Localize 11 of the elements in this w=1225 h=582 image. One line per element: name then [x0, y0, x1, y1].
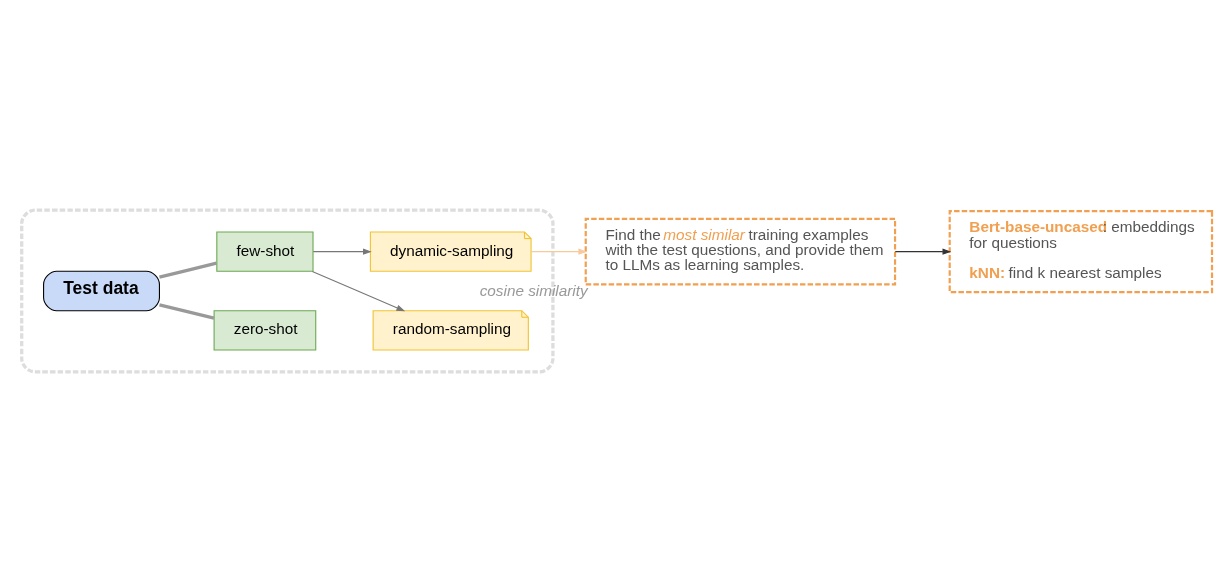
- arrow: [894, 248, 952, 255]
- connector: [159, 303, 215, 320]
- arrow: [311, 270, 406, 312]
- connector: [159, 261, 217, 279]
- arrow: [530, 248, 588, 255]
- node-box: Find the most similar training examples with the test questions, and provide them to LLMs as learning samples.: [584, 217, 897, 286]
- node-box: Bert-base-uncased: embeddings for questions kNN: find k nearest samples: [948, 210, 1214, 294]
- node-box: Test data: [43, 270, 160, 312]
- node-box: few-shot: [216, 231, 314, 272]
- node-box: zero-shot: [213, 310, 317, 351]
- arrow: [312, 248, 372, 255]
